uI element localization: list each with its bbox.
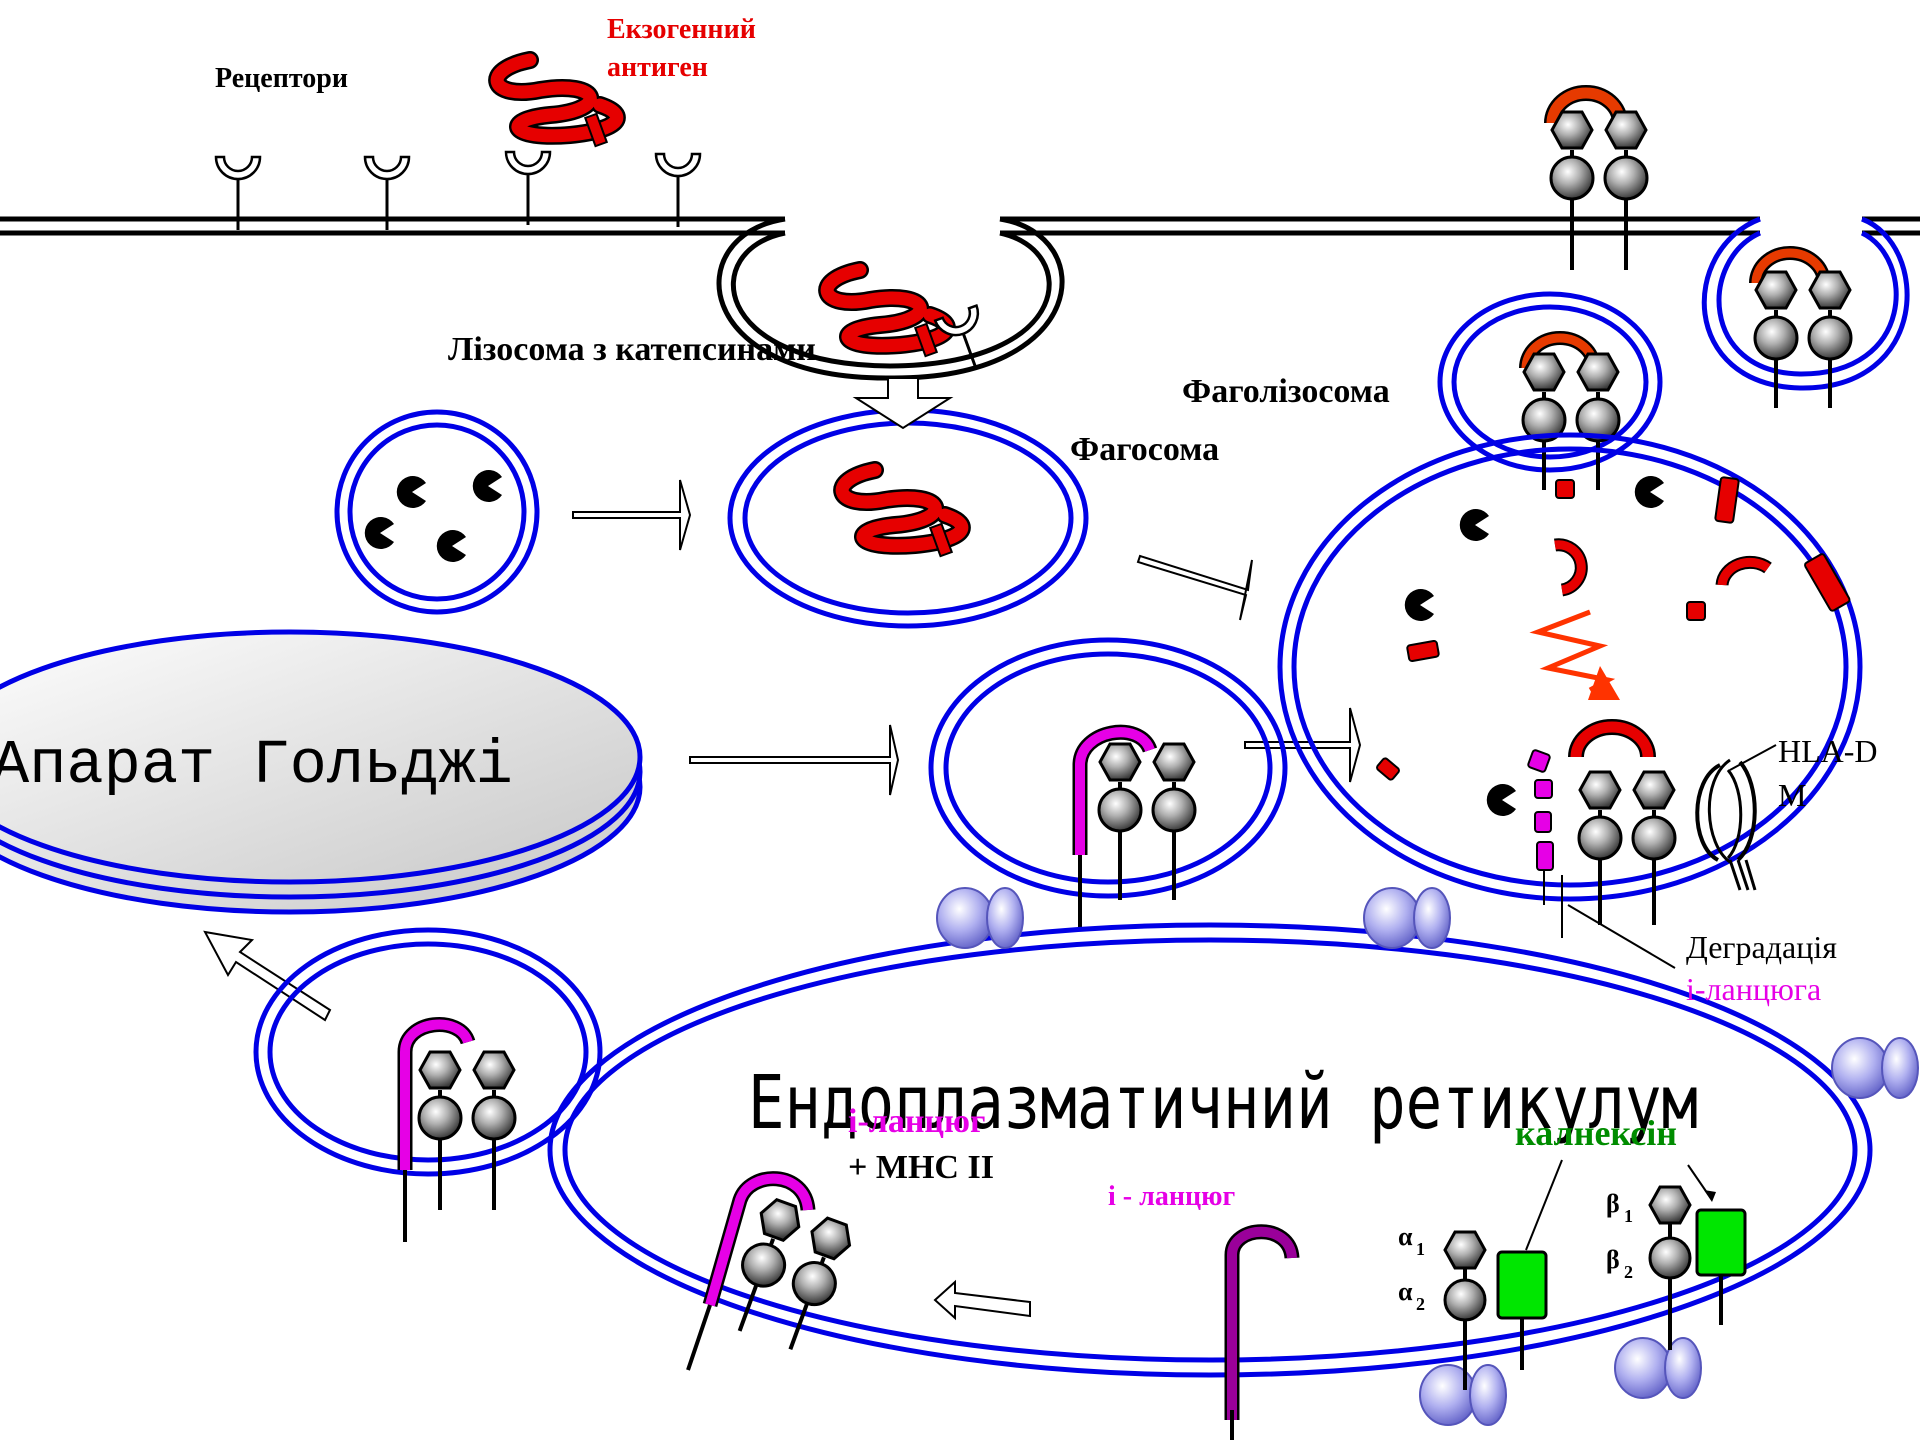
- ichain-label: і - ланцюг: [1108, 1181, 1235, 1212]
- cathepsin-icon: [472, 470, 502, 502]
- cathepsin-icon: [1634, 476, 1664, 508]
- er-ichain: [1224, 1224, 1300, 1440]
- ribosomes: [936, 887, 1919, 1426]
- right-arrow-icon: [689, 724, 900, 796]
- down-arrow-icon: [852, 377, 954, 430]
- svg-text:2: 2: [1416, 1294, 1425, 1314]
- ribosome-icon: [936, 887, 1024, 949]
- plasma-membrane: [0, 216, 1920, 236]
- exogenous-antigen-label-1: Екзогенний: [607, 14, 756, 45]
- svg-text:1: 1: [1624, 1206, 1633, 1226]
- up-left-arrow-icon: [203, 930, 332, 1022]
- receptor-icon: [654, 152, 702, 229]
- svg-text:β: β: [1606, 1189, 1620, 1218]
- ichain-mhc-label-2: + MHC II: [848, 1149, 994, 1186]
- svg-text:α: α: [1398, 1277, 1413, 1306]
- golgi-apparatus: [0, 629, 643, 915]
- beta1-label: β 1: [1606, 1189, 1633, 1226]
- arrows: [203, 377, 1362, 1321]
- svg-text:α: α: [1398, 1222, 1413, 1251]
- surface-mhc-peptide: [1544, 85, 1649, 270]
- cathepsin-icon: [1486, 784, 1516, 816]
- right-arrow-icon: [572, 479, 692, 551]
- phagolysosome: [1277, 432, 1863, 938]
- exogenous-antigen-label-2: антиген: [607, 52, 708, 83]
- left-arrow-icon: [933, 1279, 1031, 1321]
- phagolysosome-label: Фаголізосома: [1182, 373, 1390, 410]
- ribosome-icon: [1363, 887, 1451, 949]
- hla-dm-label-1: HLA-D: [1778, 733, 1878, 769]
- cathepsin-icon: [364, 517, 394, 549]
- calnexin-label: калнексін: [1515, 1113, 1677, 1153]
- alpha1-label: α 1: [1398, 1222, 1425, 1259]
- hla-dm-label-2: M: [1778, 777, 1806, 813]
- receptors-label: Рецептори: [215, 63, 348, 94]
- golgi-label: Апарат Гольджі: [0, 730, 513, 801]
- er-beta-chain-calnexin: [1648, 1164, 1747, 1350]
- calnexin-icon: [1695, 1208, 1747, 1277]
- peptide-fragments: [1376, 476, 1851, 781]
- antigen-coil-icon: [827, 270, 947, 356]
- ichain-mhc-label-1: і-ланцюг: [848, 1103, 985, 1140]
- phagosome: [727, 407, 1089, 629]
- er-ichain-mhc-complex: [686, 1171, 859, 1371]
- cathepsin-icon: [1459, 509, 1489, 541]
- exogenous-antigen-icon: [497, 60, 617, 146]
- calnexin-icon: [1496, 1250, 1548, 1320]
- vesicle-to-golgi: [253, 927, 603, 1242]
- cathepsin-icon: [396, 476, 426, 508]
- svg-text:2: 2: [1624, 1262, 1633, 1282]
- receptor-icon: [504, 150, 552, 227]
- golgi-derived-vesicle: [928, 637, 1288, 930]
- ribosome-icon: [1614, 1337, 1702, 1399]
- antigen-coil-icon: [842, 470, 962, 556]
- ribosome-icon: [1831, 1037, 1919, 1099]
- hla-dm-icon: [1695, 758, 1757, 891]
- cathepsin-icon: [436, 530, 466, 562]
- ribosome-icon: [1419, 1364, 1507, 1426]
- exocytic-vesicle: [1701, 216, 1910, 410]
- phagosome-label: Фагосома: [1070, 431, 1219, 468]
- right-arrow-icon: [1244, 707, 1362, 783]
- lysosome-label: Лізосома з катепсинами: [448, 331, 816, 368]
- endoplasmic-reticulum: [547, 922, 1873, 1378]
- er-label: Ендоплазматичний ретикулум: [748, 1060, 1698, 1146]
- ichain-fragments: [1527, 749, 1554, 871]
- svg-text:β: β: [1606, 1245, 1620, 1274]
- degradation-label-1: Деградація: [1686, 929, 1837, 965]
- alpha2-label: α 2: [1398, 1277, 1425, 1314]
- beta2-label: β 2: [1606, 1245, 1633, 1282]
- transport-vesicle-top: [1437, 291, 1663, 492]
- right-arrow-icon: [1136, 554, 1253, 621]
- er-alpha-chain-calnexin: [1443, 1159, 1563, 1390]
- svg-text:1: 1: [1416, 1239, 1425, 1259]
- degradation-label-2: і-ланцюга: [1686, 971, 1821, 1007]
- cathepsin-icon: [1404, 589, 1434, 621]
- receptor-icon: [933, 303, 980, 369]
- lysosome: [334, 409, 540, 615]
